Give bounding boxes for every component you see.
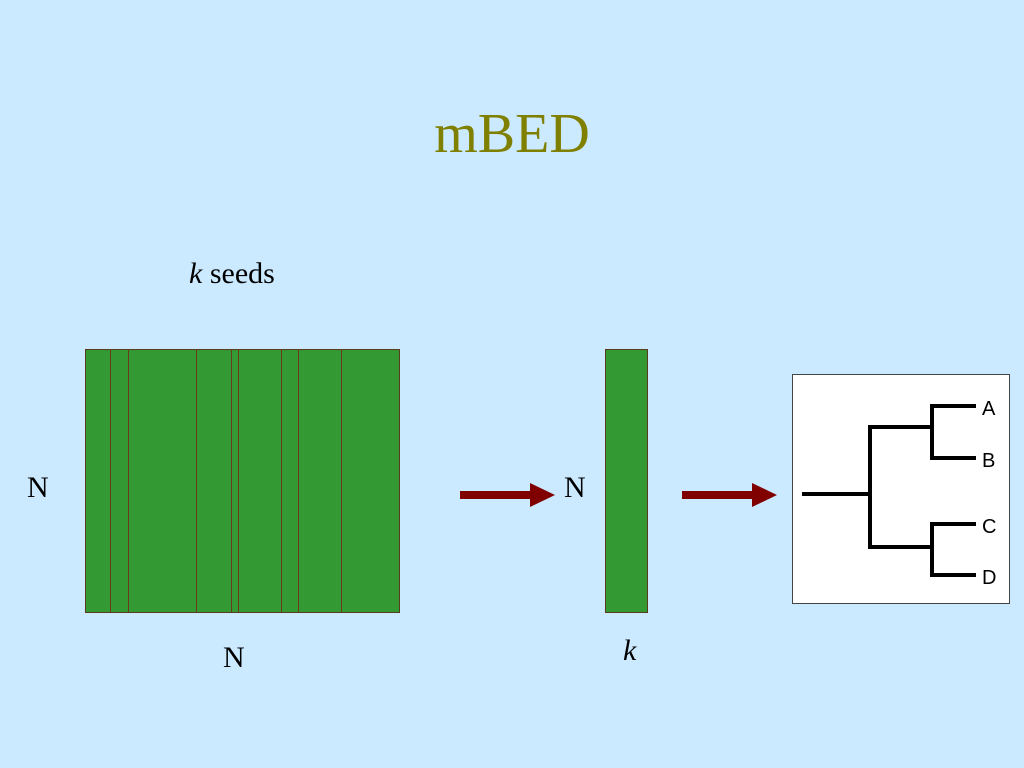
seed-column-line [281, 350, 282, 612]
seed-column-line [196, 350, 197, 612]
tree-leaf-label: B [982, 450, 995, 472]
k-seeds-label: k seeds [189, 257, 275, 291]
matrix-row-label: N [27, 471, 49, 504]
arrow-to-seed-matrix [460, 482, 556, 508]
tree-leaf-label: D [982, 567, 996, 589]
tree-leaf-label: C [982, 516, 996, 538]
distance-matrix-n-by-n [85, 349, 400, 613]
guide-tree-panel: A B C D [792, 374, 1010, 604]
seed-matrix-row-label: N [564, 471, 586, 504]
matrix-column-label: N [223, 641, 245, 674]
slide-title: mBED [434, 103, 590, 165]
seed-column-line [341, 350, 342, 612]
seed-column-line [128, 350, 129, 612]
seed-column-line [298, 350, 299, 612]
arrow-to-guide-tree [682, 482, 778, 508]
seed-column-line [238, 350, 239, 612]
seed-column-line [110, 350, 111, 612]
seeds-k-symbol: k [189, 257, 203, 290]
guide-tree-diagram: A B C D [802, 398, 996, 589]
seeds-word: seeds [202, 257, 275, 290]
seed-column-line [231, 350, 232, 612]
seed-distance-matrix-n-by-k [605, 349, 648, 613]
tree-leaf-label: A [982, 398, 996, 420]
seed-matrix-column-label: k [623, 634, 637, 667]
